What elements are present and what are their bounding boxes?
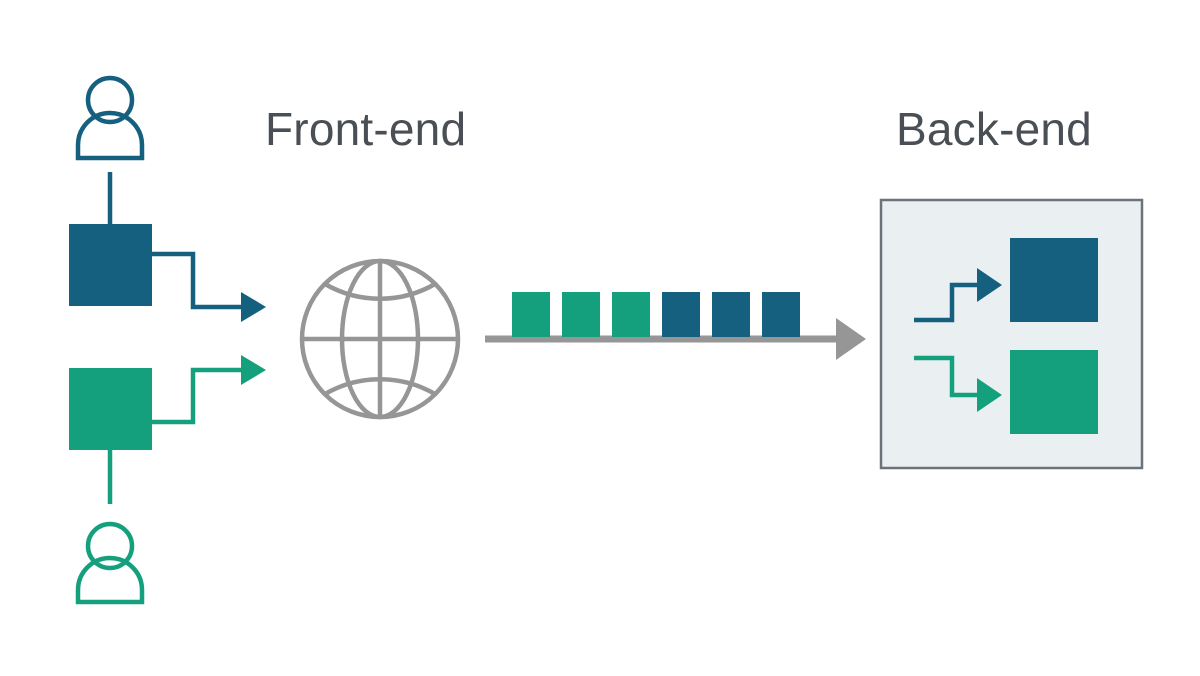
packet-1 <box>512 292 550 337</box>
arrowhead-teal-back <box>977 378 1002 412</box>
arrowhead-blue-back <box>977 268 1002 302</box>
packet-4 <box>662 292 700 337</box>
arrowhead-blue-front <box>241 292 266 322</box>
packet-stream <box>512 292 800 337</box>
service-block-blue <box>1010 238 1098 322</box>
client-block-teal <box>69 368 152 450</box>
back-end-label: Back-end <box>896 103 1092 155</box>
transport-arrow <box>485 318 866 360</box>
arrowhead-transport <box>836 318 866 360</box>
globe-icon <box>299 258 461 420</box>
packet-2 <box>562 292 600 337</box>
arrowhead-teal-front <box>241 355 266 385</box>
service-block-teal <box>1010 350 1098 434</box>
connector-teal-to-globe <box>152 355 266 425</box>
packet-5 <box>712 292 750 337</box>
packet-3 <box>612 292 650 337</box>
packet-6 <box>762 292 800 337</box>
front-end-label: Front-end <box>265 103 467 155</box>
teal-step-arrow-down <box>914 355 1002 412</box>
user-bottom-icon <box>75 521 145 605</box>
blue-step-arrow-up <box>914 268 1002 323</box>
client-block-blue <box>69 224 152 306</box>
user-top-icon <box>75 75 145 161</box>
connector-blue-to-globe <box>152 251 266 322</box>
